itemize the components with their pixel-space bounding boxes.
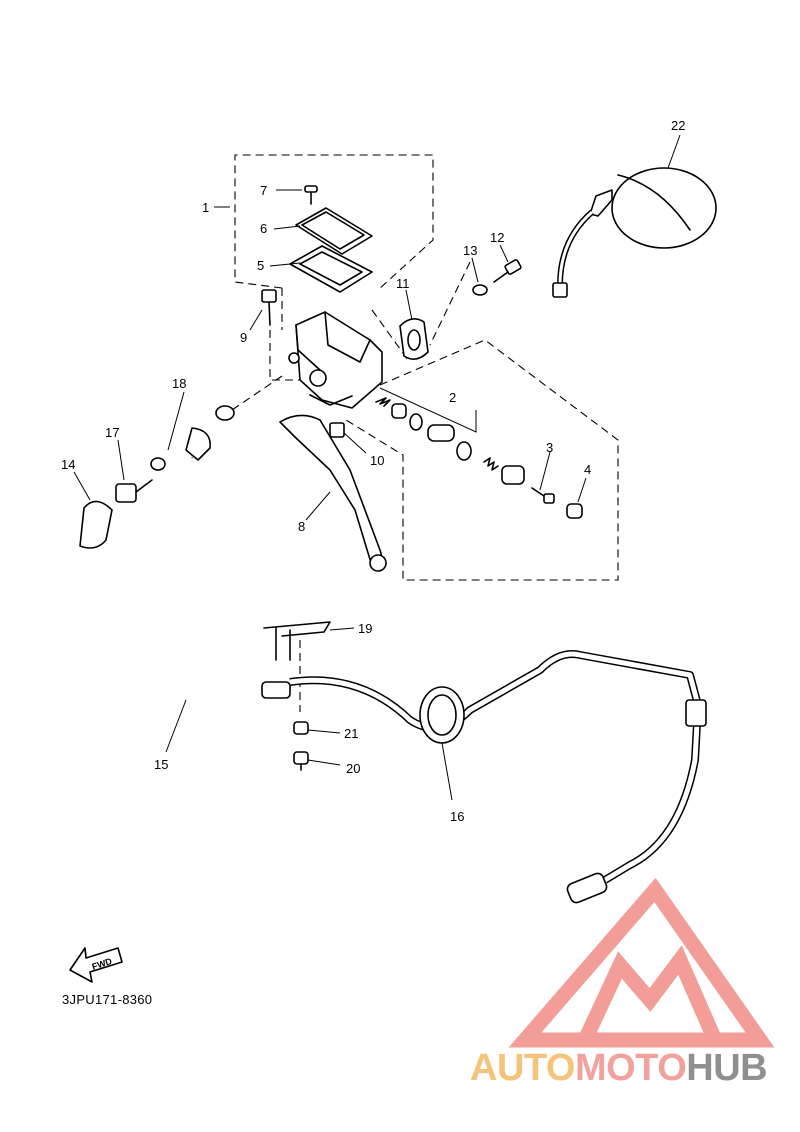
bolt-part-9: [261, 289, 277, 326]
hose-part-15: [147, 427, 291, 703]
forward-arrow-icon: FWD: [69, 947, 123, 983]
callout-7: 7: [260, 183, 267, 198]
callout-14: 14: [61, 457, 75, 472]
leader-dash-9: [269, 330, 300, 381]
brand-part-auto: AUTO: [470, 1047, 575, 1089]
nut-part-21: [293, 721, 309, 735]
leader-lines: [73, 134, 681, 801]
callout-15: 15: [154, 757, 168, 772]
watermark-brand: AUTOMOTOHUB: [470, 1047, 768, 1090]
callout-6: 6: [260, 221, 267, 236]
callout-4: 4: [584, 462, 591, 477]
pin-part-3: [531, 487, 555, 504]
cap-part-4: [566, 503, 583, 519]
lever-part-8: [279, 414, 387, 572]
leader-dash-11: [371, 309, 409, 361]
mirror-part-22: [552, 167, 717, 298]
clamp-part-11: [399, 318, 429, 360]
bolt-part-12: [493, 259, 522, 283]
callout-labels: 1 2 3 4 5 6 7 8 9 10 11 12 13 14 15 16 1…: [61, 118, 685, 824]
callout-18: 18: [172, 376, 186, 391]
callout-11: 11: [396, 276, 410, 291]
callout-10: 10: [370, 453, 384, 468]
bolt-part-20: [293, 751, 309, 771]
hose-part-16: [289, 650, 707, 904]
boot-cover-part-14: [79, 500, 113, 549]
leader-dash-13: [429, 261, 471, 346]
bracket-part-19: [263, 621, 331, 661]
union-bolt-part-17: [115, 479, 153, 503]
callout-1: 1: [202, 200, 209, 215]
callout-3: 3: [546, 440, 553, 455]
assembly-box-2: [345, 339, 619, 581]
screw-part-7: [304, 185, 318, 205]
master-cylinder-body: [288, 311, 383, 409]
assembly-box-1: [234, 154, 434, 330]
brand-part-moto: MOTO: [574, 1047, 687, 1089]
diagram-reference-code: 3JPU171-8360: [62, 992, 153, 1007]
diaphragm-part-5: [289, 245, 373, 293]
cap-part-6: [295, 207, 373, 255]
brand-part-hub: HUB: [686, 1047, 768, 1089]
washer-part-18: [150, 405, 235, 471]
callout-16: 16: [450, 809, 464, 824]
piston-kit-part-2: [375, 387, 525, 485]
callout-17: 17: [105, 425, 119, 440]
callout-21: 21: [344, 726, 358, 741]
callout-22: 22: [671, 118, 685, 133]
callout-9: 9: [240, 330, 247, 345]
callout-8: 8: [298, 519, 305, 534]
nut-part-10: [329, 422, 345, 438]
callout-2: 2: [449, 390, 456, 405]
callout-20: 20: [346, 761, 360, 776]
callout-19: 19: [358, 621, 372, 636]
washer-part-13: [472, 284, 488, 296]
callout-12: 12: [490, 230, 504, 245]
callout-13: 13: [463, 243, 477, 258]
callout-5: 5: [257, 258, 264, 273]
watermark-logo: [508, 877, 775, 1048]
leader-dash-18: [231, 375, 283, 411]
